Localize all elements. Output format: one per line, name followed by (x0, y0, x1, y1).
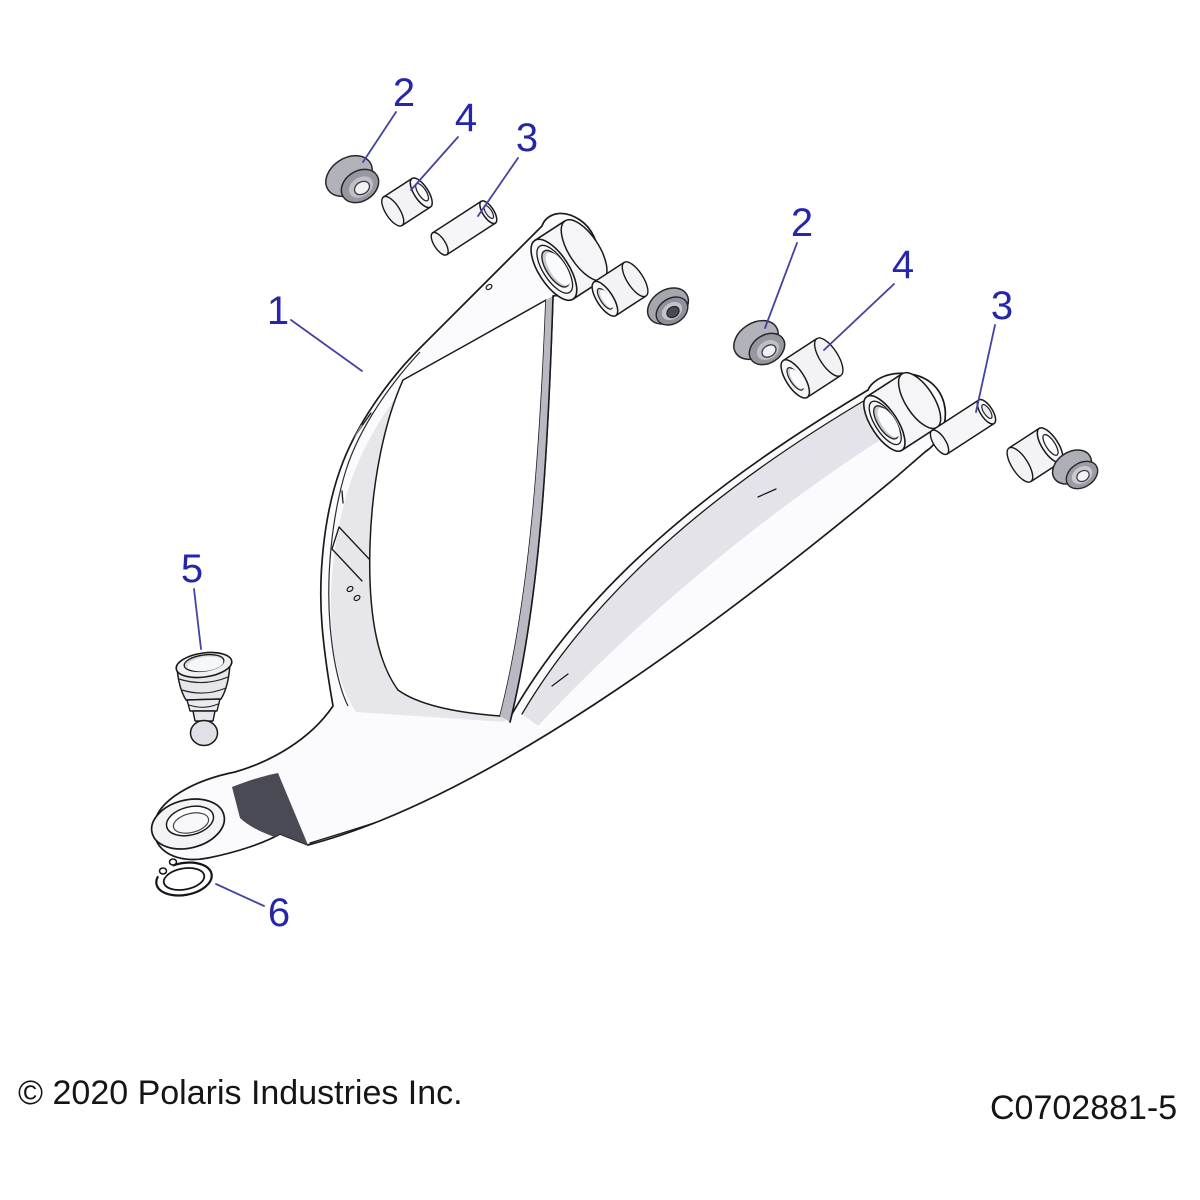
washer-grommet-front-left (325, 154, 380, 204)
callout-3-right-leader (975, 324, 996, 413)
part-number-text: C0702881-5 (990, 1089, 1177, 1127)
washer-grommet-front-rear-side (646, 287, 690, 326)
callout-4-right-label: 4 (892, 243, 914, 287)
bushing-rear-left (780, 337, 844, 399)
callout-2-right-leader (764, 242, 798, 329)
callout-leaders (193, 111, 996, 907)
control-arm-body (150, 212, 947, 861)
bushing-front-left (381, 177, 433, 227)
callout-2-left-label: 2 (393, 71, 415, 115)
callout-3-left-leader (477, 157, 519, 217)
callout-4-right-leader (823, 283, 895, 351)
ball-joint-boss (150, 798, 226, 850)
spacer-tube-rear (929, 398, 997, 456)
callout-3-left-label: 3 (516, 116, 538, 160)
callout-2-left-leader (362, 111, 397, 163)
copyright-text: © 2020 Polaris Industries Inc. (18, 1074, 463, 1112)
ball-joint (175, 651, 233, 747)
callout-6-label: 6 (268, 891, 290, 935)
snap-ring (143, 850, 213, 897)
callout-5-label: 5 (181, 547, 203, 591)
callout-5-leader (193, 588, 202, 650)
callout-3-right-label: 3 (991, 284, 1013, 328)
callout-4-left-leader (410, 136, 459, 191)
spacer-tube-front (430, 200, 498, 256)
washer-grommet-rear-right (1051, 449, 1099, 490)
callout-6-leader (215, 883, 265, 907)
callout-labels: 1 2 4 3 2 4 3 5 6 (181, 71, 1013, 935)
bushing-front-rear-side (591, 261, 649, 317)
callout-1-label: 1 (267, 289, 289, 333)
rear-pivot-eye (863, 371, 942, 452)
arm-window-opening (368, 299, 547, 717)
callout-4-left-label: 4 (455, 96, 477, 140)
callout-1-leader (290, 319, 363, 372)
callout-2-right-label: 2 (791, 201, 813, 245)
washer-grommet-rear-left (733, 319, 786, 366)
front-pivot-eye (530, 218, 608, 302)
